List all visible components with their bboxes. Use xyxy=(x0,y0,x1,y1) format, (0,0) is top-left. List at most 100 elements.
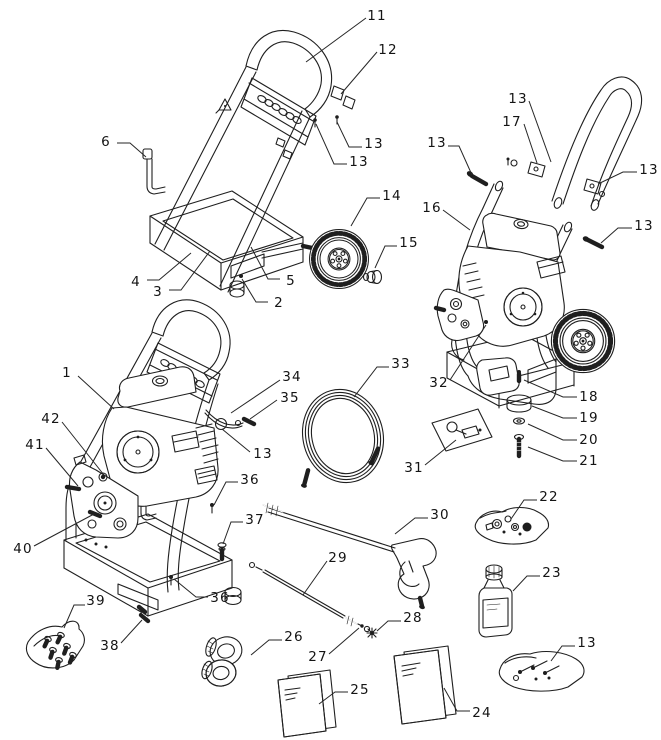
callout-number: 13 xyxy=(508,91,528,107)
detergent-bottle xyxy=(478,564,513,638)
foot-hardware xyxy=(506,394,532,459)
bag-bolts xyxy=(512,660,560,682)
callout-number: 28 xyxy=(403,610,423,626)
manual-large xyxy=(393,645,457,725)
callout-number: 32 xyxy=(429,375,449,391)
callout-leader xyxy=(443,687,470,712)
wheel xyxy=(310,230,369,289)
callout-number: 25 xyxy=(350,682,370,698)
callout-leader xyxy=(249,399,278,420)
callout-1-42: 1 xyxy=(62,365,115,410)
callout-number: 24 xyxy=(472,705,492,721)
callout-leader xyxy=(597,171,637,185)
base-bolt xyxy=(239,274,243,278)
callout-number: 13 xyxy=(639,162,659,178)
hose-connector xyxy=(241,416,257,427)
callout-leader xyxy=(169,250,211,291)
manual-small xyxy=(277,669,337,738)
clamp-ring xyxy=(510,159,518,167)
callout-number: 16 xyxy=(422,200,442,216)
callout-number: 14 xyxy=(382,188,402,204)
callout-40-45: 40 xyxy=(13,513,95,557)
callout-number: 5 xyxy=(286,273,296,289)
hubcap xyxy=(362,269,383,285)
hose-end-fittings xyxy=(300,446,381,488)
callout-number: 15 xyxy=(399,235,419,251)
callout-number: 13 xyxy=(253,446,273,462)
callout-number: 23 xyxy=(542,565,562,581)
callout-leader xyxy=(63,604,85,629)
spray-wand xyxy=(248,561,363,627)
callout-13-41: 13 xyxy=(221,428,273,462)
quick-connect-nozzles xyxy=(42,631,77,671)
callout-13-26: 13 xyxy=(550,635,596,662)
callout-19-19: 19 xyxy=(531,405,598,426)
callout-12-1: 12 xyxy=(340,42,397,95)
callout-number: 30 xyxy=(430,507,450,523)
callout-leader xyxy=(512,575,540,592)
callout-41-44: 41 xyxy=(25,437,79,487)
callout-leader xyxy=(353,366,389,398)
washer-unit-right xyxy=(433,180,615,409)
callout-20-20: 20 xyxy=(527,423,598,448)
callout-leader xyxy=(528,100,552,163)
callout-leader xyxy=(250,246,280,280)
callout-35-40: 35 xyxy=(249,390,299,420)
callout-number: 2 xyxy=(274,295,284,311)
callout-leader xyxy=(336,121,362,148)
callout-number: 1 xyxy=(62,365,72,381)
callout-3-6: 3 xyxy=(153,250,211,300)
callout-13-12: 13 xyxy=(508,91,552,163)
callout-number: 41 xyxy=(25,437,45,453)
chemical-hose xyxy=(204,409,257,431)
panel-holes xyxy=(257,95,302,124)
callout-number: 13 xyxy=(634,218,654,234)
callout-number: 39 xyxy=(86,593,106,609)
pressure-hose-coil xyxy=(301,388,385,484)
callout-number: 6 xyxy=(101,134,111,150)
trigger-guard xyxy=(399,561,420,587)
callout-32-17: 32 xyxy=(429,324,487,391)
callout-18-18: 18 xyxy=(523,379,598,405)
callout-leader xyxy=(221,428,251,453)
callout-leader xyxy=(213,481,238,506)
callout-number: 22 xyxy=(539,489,559,505)
oring-kit-bag xyxy=(474,506,550,545)
callout-number: 27 xyxy=(308,649,328,665)
callout-leader xyxy=(527,446,577,462)
flange-bolt xyxy=(217,542,227,562)
callout-number: 13 xyxy=(349,154,369,170)
caster-foot xyxy=(229,280,245,298)
callout-number: 13 xyxy=(427,135,447,151)
callouts-layer: 1112131364352141516131713131332181920213… xyxy=(13,8,659,721)
callout-13-15: 13 xyxy=(427,135,473,176)
callout-leader xyxy=(147,252,192,281)
callout-37-38: 37 xyxy=(222,512,264,545)
handlebar-assembly xyxy=(466,76,643,250)
warning-sticker xyxy=(218,98,232,111)
callout-23-25: 23 xyxy=(512,565,562,592)
callout-leader xyxy=(600,227,632,244)
callout-number: 40 xyxy=(13,541,33,557)
callout-leader xyxy=(350,197,380,227)
callout-15-10: 15 xyxy=(374,235,419,269)
callout-leader xyxy=(45,447,79,487)
hanger-hook xyxy=(142,148,166,195)
callout-38-35: 38 xyxy=(100,619,143,654)
hose-adapter-fitting xyxy=(136,604,151,624)
callout-22-24: 22 xyxy=(510,489,559,520)
callout-24-27: 24 xyxy=(443,687,492,721)
callout-number: 17 xyxy=(502,114,522,130)
callout-leader xyxy=(241,278,268,303)
callout-number: 26 xyxy=(284,629,304,645)
callout-leader xyxy=(328,627,360,655)
callout-leader xyxy=(424,439,457,466)
callout-5-7: 5 xyxy=(250,246,296,289)
spray-gun xyxy=(262,502,437,610)
callout-leader xyxy=(523,123,538,164)
callout-leader xyxy=(61,421,105,476)
callout-number: 33 xyxy=(391,356,411,372)
callout-number: 29 xyxy=(328,550,348,566)
frame-bolt-lower xyxy=(169,575,173,579)
